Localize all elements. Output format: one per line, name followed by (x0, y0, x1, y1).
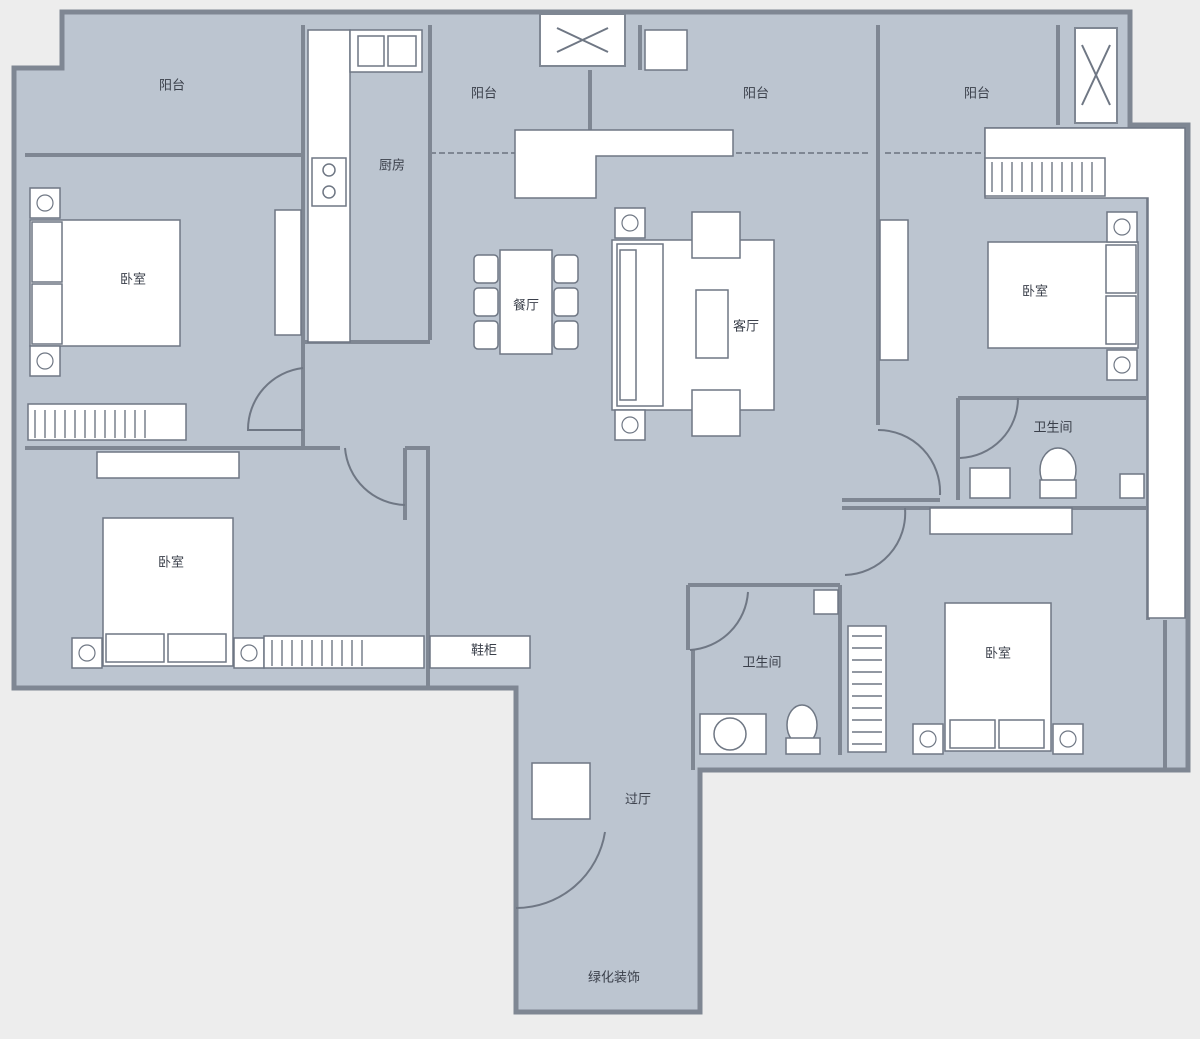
wardrobe-2 (263, 635, 425, 669)
coffee-table (695, 289, 729, 359)
label-corridor: 过厅 (625, 793, 651, 808)
armchair-bottom (691, 389, 741, 437)
bar-counter (514, 129, 734, 199)
nightstand-3b (1106, 349, 1138, 381)
label-bathroom-2: 卫生间 (742, 656, 781, 671)
label-bedroom-2: 卧室 (158, 555, 184, 571)
kitchen-sink (357, 35, 385, 67)
armchair-top (691, 211, 741, 259)
label-bathroom-1: 卫生间 (1033, 421, 1072, 436)
wardrobe-hangers (34, 162, 1093, 745)
tv-stand-1 (274, 209, 302, 336)
interior-walls (25, 25, 1167, 770)
dining-table (499, 249, 553, 355)
shoe-cabinet (429, 635, 531, 669)
door-swings (246, 367, 1019, 910)
label-shoe-cabinet: 鞋柜 (471, 643, 497, 659)
furniture (27, 29, 1186, 820)
nightstand-3a (1106, 211, 1138, 243)
washbasin-1 (969, 467, 1011, 499)
corridor-cabinet (531, 762, 591, 820)
tv-stand-2 (96, 451, 240, 479)
label-bedroom-1: 卧室 (120, 272, 146, 288)
shower-2 (813, 589, 839, 615)
lamps (36, 194, 1131, 748)
label-balcony-2: 阳台 (471, 87, 497, 102)
nightstand-4b (1052, 723, 1084, 755)
label-bedroom-3: 卧室 (1022, 284, 1048, 300)
label-balcony-1: 阳台 (159, 79, 185, 94)
label-dining: 餐厅 (513, 298, 539, 314)
label-green-decor: 绿化装饰 (588, 971, 640, 986)
label-bedroom-4: 卧室 (985, 646, 1011, 662)
nightstand-1b (29, 345, 61, 377)
nightstand-2b (233, 637, 265, 669)
window-frames (539, 13, 1118, 124)
label-living: 客厅 (733, 319, 759, 335)
label-balcony-3: 阳台 (743, 87, 769, 102)
label-balcony-4: 阳台 (964, 87, 990, 102)
wardrobe-4 (847, 625, 887, 753)
nightstand-2a (71, 637, 103, 669)
nightstand-1a (29, 187, 61, 219)
nightstand-4a (912, 723, 944, 755)
fridge-top (644, 29, 688, 71)
tv-stand-4 (929, 507, 1073, 535)
wardrobe-1 (27, 403, 187, 441)
shower-1 (1119, 473, 1145, 499)
label-kitchen: 厨房 (379, 158, 405, 174)
tv-stand-3 (879, 219, 909, 361)
